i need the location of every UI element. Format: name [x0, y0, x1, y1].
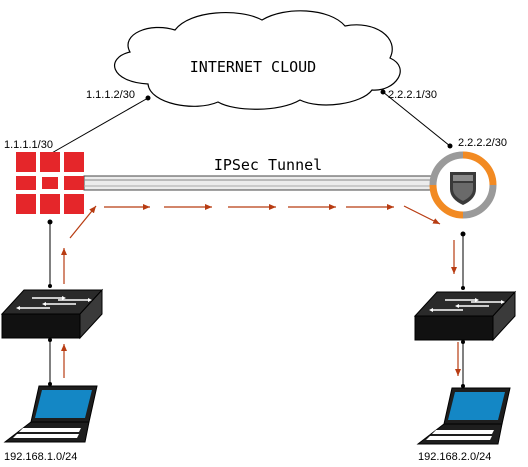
- wan-link-right-fw-dot: [447, 143, 453, 149]
- right-wan-ip: 2.2.2.1/30: [388, 89, 437, 101]
- ipsec-tunnel: IPSec Tunnel: [83, 156, 433, 191]
- left-switch-bottom-dot: [48, 338, 52, 342]
- left-wan-ip: 1.1.1.2/30: [86, 89, 135, 101]
- network-switch-icon: [0, 288, 104, 340]
- left-firewall-ip: 1.1.1.1/30: [4, 139, 53, 151]
- wan-link-left-cloud-dot: [145, 95, 151, 101]
- internet-cloud: INTERNET CLOUD: [114, 10, 401, 110]
- sophos-icon: [429, 151, 497, 219]
- traffic-flow: [61, 204, 461, 378]
- left-lan-subnet: 192.168.1.0/24: [4, 451, 77, 463]
- left-laptop-dot: [48, 382, 52, 386]
- wan-link-left: [49, 97, 149, 155]
- wan-link-right-cloud-dot: [380, 89, 386, 95]
- right-laptop-dot: [461, 384, 465, 388]
- fortigate-icon: [16, 152, 84, 214]
- tunnel-label: IPSec Tunnel: [214, 156, 322, 174]
- wan-link-right: [382, 91, 451, 147]
- right-switch-bottom-dot: [461, 340, 465, 344]
- right-switch-dot: [461, 286, 465, 290]
- network-switch-icon: [413, 290, 517, 342]
- flow-arrow: [69, 205, 97, 239]
- right-lan-subnet: 192.168.2.0/24: [418, 451, 491, 463]
- laptop-icon: [416, 387, 511, 445]
- right-fw-dot: [460, 231, 466, 237]
- left-switch-dot: [48, 284, 52, 288]
- laptop-icon: [3, 385, 98, 443]
- cloud-label: INTERNET CLOUD: [190, 58, 316, 76]
- right-firewall-ip: 2.2.2.2/30: [458, 137, 507, 149]
- left-fw-dot: [47, 219, 53, 225]
- flow-arrow: [403, 205, 441, 225]
